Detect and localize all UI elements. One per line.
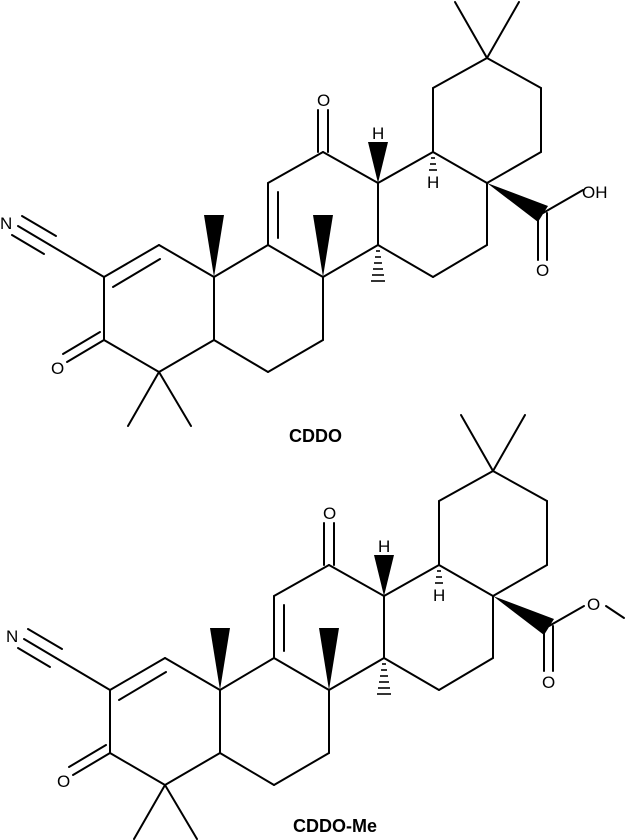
nitrile-n-atom: N <box>6 627 18 646</box>
molecule-label-cddo-me: CDDO-Me <box>293 816 377 836</box>
ester-o-atom: O <box>587 595 600 614</box>
molecule-cddo: N O O H H OH O CDDO <box>0 1 608 446</box>
molecule-label-cddo: CDDO <box>289 426 342 446</box>
acid-o-atom: O <box>536 261 549 280</box>
ketone-o3-atom: O <box>51 359 64 378</box>
acid-oh-atom: OH <box>582 183 608 202</box>
h18-atom: H <box>427 173 439 192</box>
hashed-bond <box>377 663 391 695</box>
hashed-bond <box>429 157 437 171</box>
ketone-o12-atom: O <box>317 91 330 110</box>
ester-carbonyl-o-atom: O <box>542 673 555 692</box>
h13-atom: H <box>372 124 384 143</box>
ketone-o12-atom: O <box>323 504 336 523</box>
h13-atom: H <box>378 537 390 556</box>
nitrile-n-atom: N <box>0 214 12 233</box>
ketone-o3-atom: O <box>57 772 70 791</box>
hashed-bond <box>371 250 385 282</box>
hashed-bond <box>435 570 443 584</box>
molecule-cddo-me: N O O H H O O CDDO-Me <box>6 414 625 840</box>
h18-atom: H <box>433 586 445 605</box>
